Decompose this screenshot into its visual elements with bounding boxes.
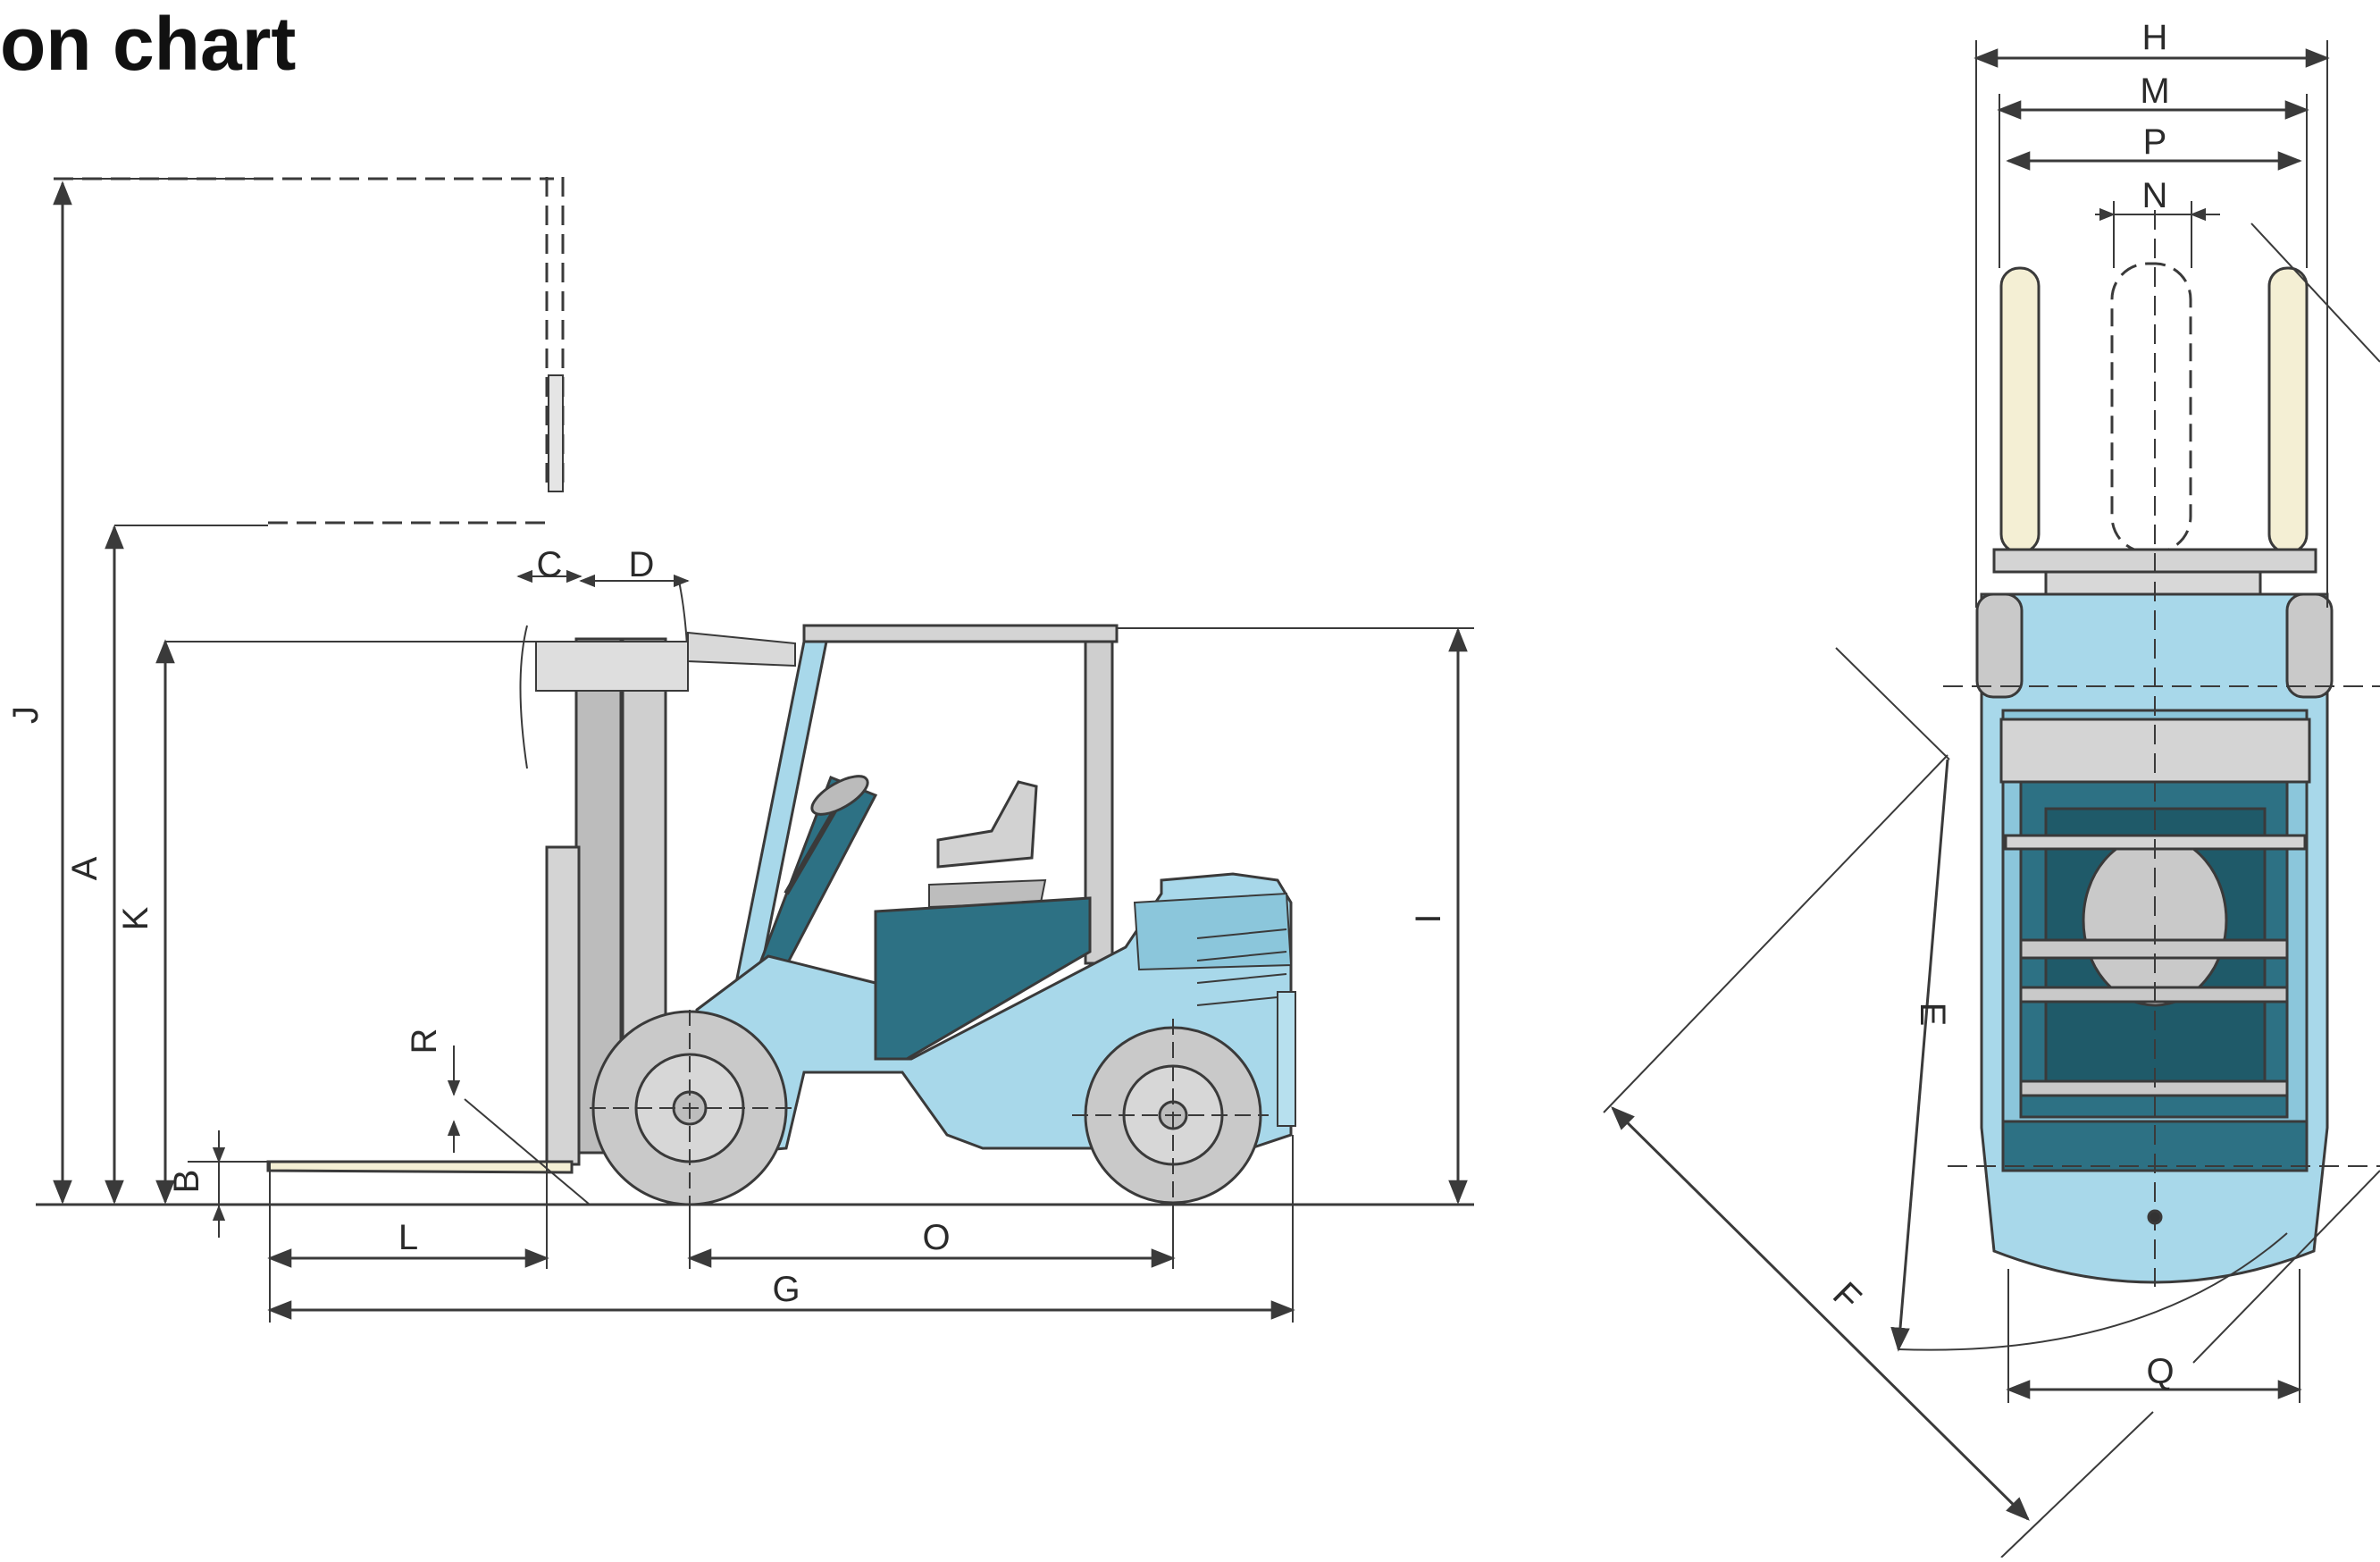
operator-seat (936, 780, 1038, 869)
label-B: B (167, 1170, 206, 1194)
label-K: K (116, 906, 155, 930)
label-P: P (2143, 122, 2167, 162)
seat-top (2082, 834, 2228, 1007)
label-E: E (1913, 1003, 1952, 1027)
side-view (36, 177, 1474, 1323)
carriage (545, 845, 581, 1166)
top-view (1603, 40, 2380, 1558)
fork-left (1999, 266, 2041, 554)
raised-fork-outline (54, 177, 565, 525)
raised-carriage (548, 374, 564, 492)
label-J: J (6, 706, 46, 724)
label-N: N (2142, 176, 2168, 215)
label-I: I (1409, 913, 1448, 923)
side-view-labels: J A K B R C D I L O G (6, 545, 1448, 1309)
label-M: M (2140, 71, 2169, 111)
fork (266, 1160, 574, 1174)
body-panel (874, 896, 1092, 1061)
fork-right (2267, 266, 2309, 554)
label-L: L (398, 1218, 418, 1257)
label-A: A (65, 856, 105, 880)
fork-narrow (2110, 262, 2192, 554)
label-F: F (1825, 1275, 1868, 1318)
label-H: H (2142, 18, 2168, 57)
label-C: C (537, 545, 563, 584)
label-O: O (922, 1218, 950, 1257)
label-Q: Q (2146, 1352, 2174, 1391)
chart-title: on chart (0, 2, 296, 86)
label-R: R (405, 1029, 444, 1054)
label-G: G (772, 1270, 800, 1309)
label-D: D (629, 545, 655, 584)
